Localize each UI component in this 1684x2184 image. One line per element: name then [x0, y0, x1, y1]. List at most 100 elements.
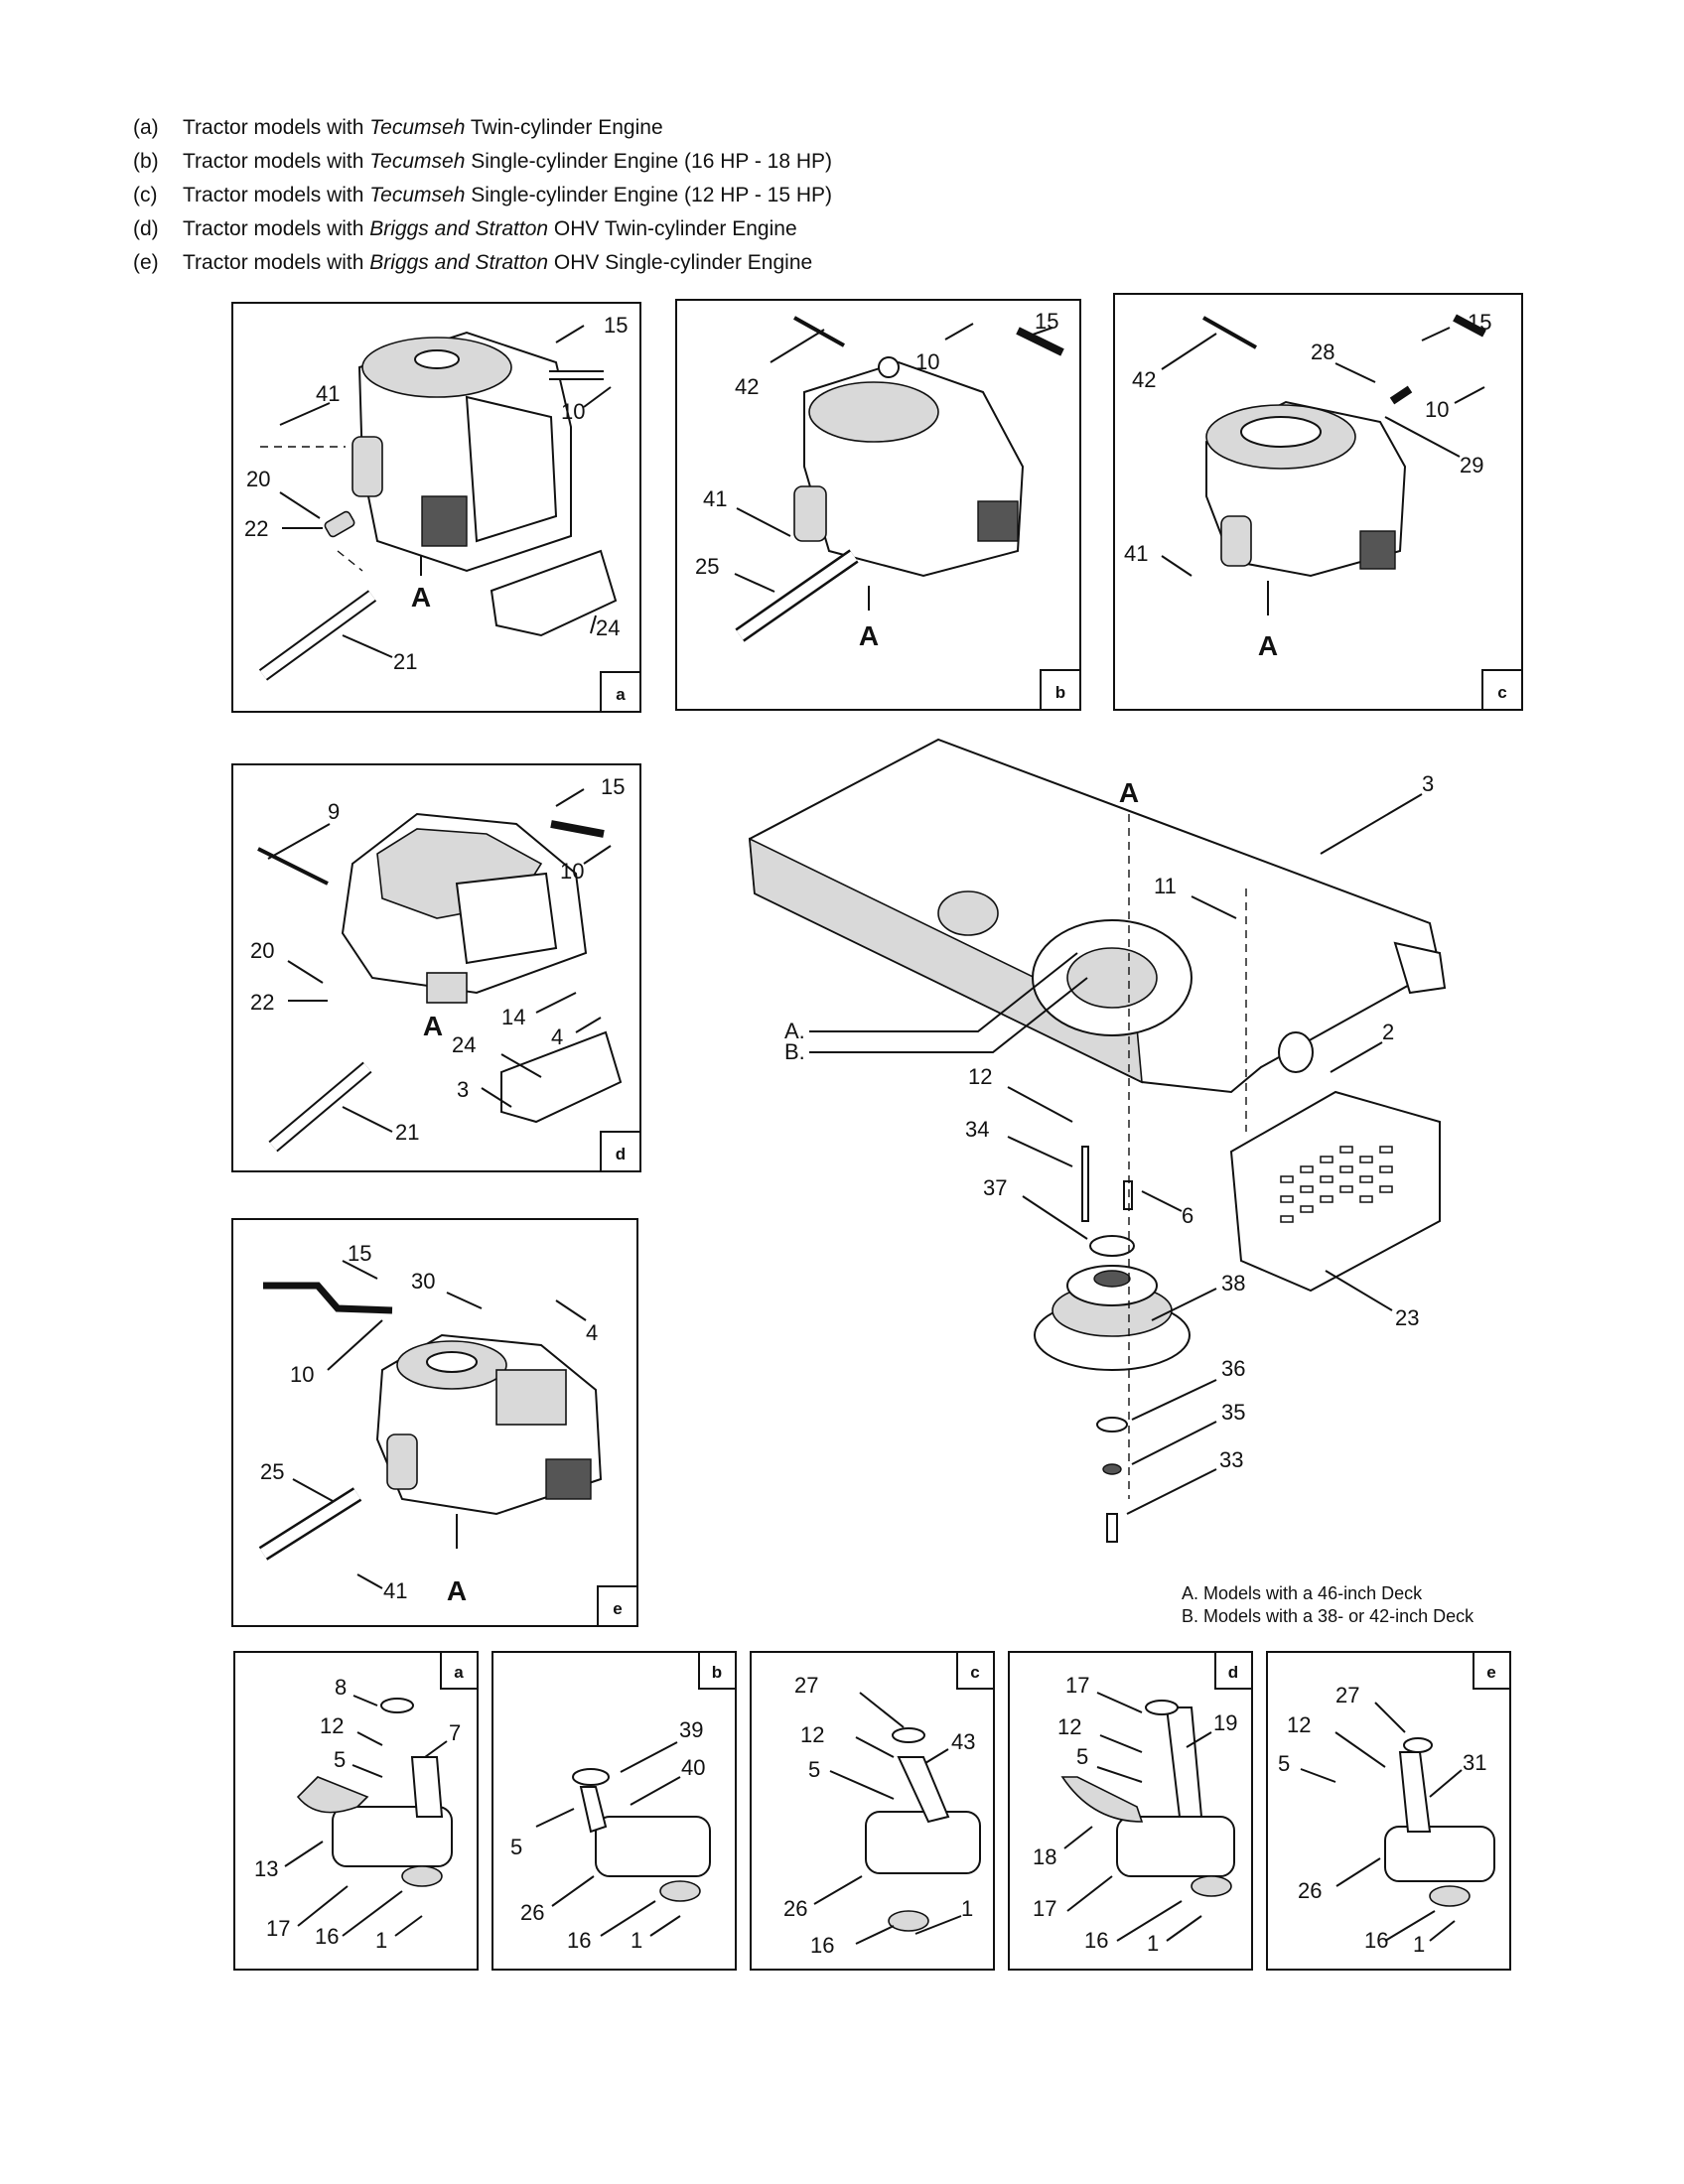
callout-16: 16	[315, 1924, 339, 1949]
leader-line	[914, 1915, 962, 1935]
leader-line	[1429, 1920, 1456, 1942]
panel-frame	[231, 1218, 638, 1627]
leader-line	[1063, 1826, 1093, 1849]
callout-5: 5	[510, 1835, 522, 1859]
spacer	[1089, 1235, 1135, 1257]
callout-15: 15	[1035, 309, 1058, 334]
engine-panel-e: e 15 30 4 10 25 41 A	[231, 1218, 638, 1627]
leader-line	[352, 1695, 378, 1706]
callout-37: 37	[983, 1175, 1007, 1200]
muffler-drawing	[865, 1727, 981, 1932]
leader-line	[1007, 1086, 1073, 1123]
heat-shield	[500, 1030, 623, 1124]
leader-line	[279, 491, 321, 519]
callout-A: A	[411, 582, 431, 613]
callout-A-deck: A.	[784, 1019, 805, 1043]
leader-line	[1320, 793, 1423, 855]
leader-line	[829, 1770, 895, 1800]
leader-line	[342, 1260, 378, 1280]
leader-line	[590, 614, 597, 634]
callout-16: 16	[1364, 1928, 1388, 1953]
panel-frame	[675, 299, 1081, 711]
leader-line	[555, 325, 585, 343]
panel-tag: b	[1055, 683, 1065, 702]
callout-36: 36	[1221, 1356, 1245, 1381]
callout-4: 4	[586, 1320, 598, 1345]
washer	[1096, 1417, 1128, 1433]
legend-row-e: (e)Tractor models with Briggs and Stratt…	[133, 251, 813, 274]
callout-41: 41	[1124, 541, 1148, 566]
tractor-frame-assembly: A 3 11 A. B. 2 12 34 37 6 38 23 36 35 33	[748, 738, 1447, 1543]
heat-shield	[490, 549, 618, 637]
leader-line	[284, 1841, 324, 1867]
leader-line	[630, 1776, 681, 1806]
leader-line	[555, 1299, 587, 1321]
oil-fill-tube	[1453, 314, 1486, 338]
callout-7: 7	[449, 1720, 461, 1745]
callout-10: 10	[1425, 397, 1449, 422]
leader-line	[1454, 386, 1485, 404]
leader-line	[342, 1106, 393, 1133]
callout-43: 43	[951, 1729, 975, 1754]
engine-drawing	[375, 1333, 603, 1516]
callout-16: 16	[1084, 1928, 1108, 1953]
panel-frame	[491, 1651, 737, 1971]
leader-line	[327, 1319, 383, 1371]
leader-line	[351, 1764, 383, 1778]
callout-1: 1	[1413, 1932, 1425, 1957]
leader-line	[356, 1573, 383, 1589]
panel-tag: a	[616, 685, 626, 704]
leader-line	[1335, 1857, 1381, 1887]
leader-line	[770, 329, 825, 363]
callout-20: 20	[250, 938, 274, 963]
deck-notes: A. Models with a 46-inch Deck B. Models …	[1182, 1582, 1474, 1628]
leader-line	[394, 1915, 423, 1937]
callout-24: 24	[596, 615, 620, 640]
leader-line	[1099, 1734, 1143, 1753]
leader-line	[1429, 1769, 1463, 1798]
callout-27: 27	[1335, 1683, 1359, 1707]
leader-line	[649, 1915, 681, 1937]
leader-line	[583, 845, 612, 865]
leader-line	[1186, 1731, 1212, 1748]
leader-line	[813, 1875, 863, 1905]
callout-15: 15	[601, 774, 625, 799]
callout-38: 38	[1221, 1271, 1245, 1296]
leader-line	[292, 1478, 334, 1502]
leader-line	[1022, 1195, 1088, 1240]
leader-line	[1131, 1379, 1217, 1421]
callout-22: 22	[244, 516, 268, 541]
frame-drawing	[748, 738, 1447, 1094]
callout-41: 41	[703, 486, 727, 511]
callout-12: 12	[1287, 1712, 1311, 1737]
leader-line	[600, 1900, 656, 1937]
leader-line	[859, 1692, 905, 1728]
muffler-drawing	[572, 1768, 711, 1902]
leader-line	[356, 1731, 383, 1746]
callout-17: 17	[1033, 1896, 1056, 1921]
leader-line	[1096, 1766, 1143, 1783]
muffler-drawing	[1060, 1700, 1235, 1897]
leader-line	[297, 1885, 349, 1927]
legend-row-b: (b)Tractor models with Tecumseh Single-c…	[133, 150, 833, 173]
leader-line	[734, 573, 775, 593]
leader-line	[535, 992, 577, 1014]
legend-row-a: (a)Tractor models with Tecumseh Twin-cyl…	[133, 116, 663, 139]
callout-2: 2	[1382, 1020, 1394, 1044]
leader-line	[924, 1748, 949, 1764]
leader-line	[1007, 1136, 1073, 1167]
leader-line	[1300, 1768, 1336, 1783]
leader-line	[1421, 327, 1451, 341]
leader-line	[1191, 895, 1237, 919]
leader-line	[342, 634, 393, 658]
leader-line	[1151, 1288, 1217, 1321]
callout-16: 16	[567, 1928, 591, 1953]
panel-tag-box	[1040, 669, 1081, 711]
leader-line	[1116, 1900, 1183, 1942]
leader-line	[1161, 333, 1217, 370]
legend-row-c: (c)Tractor models with Tecumseh Single-c…	[133, 184, 833, 206]
muffler-drawing	[1384, 1737, 1495, 1907]
callout-31: 31	[1463, 1750, 1486, 1775]
callout-42: 42	[1132, 367, 1156, 392]
